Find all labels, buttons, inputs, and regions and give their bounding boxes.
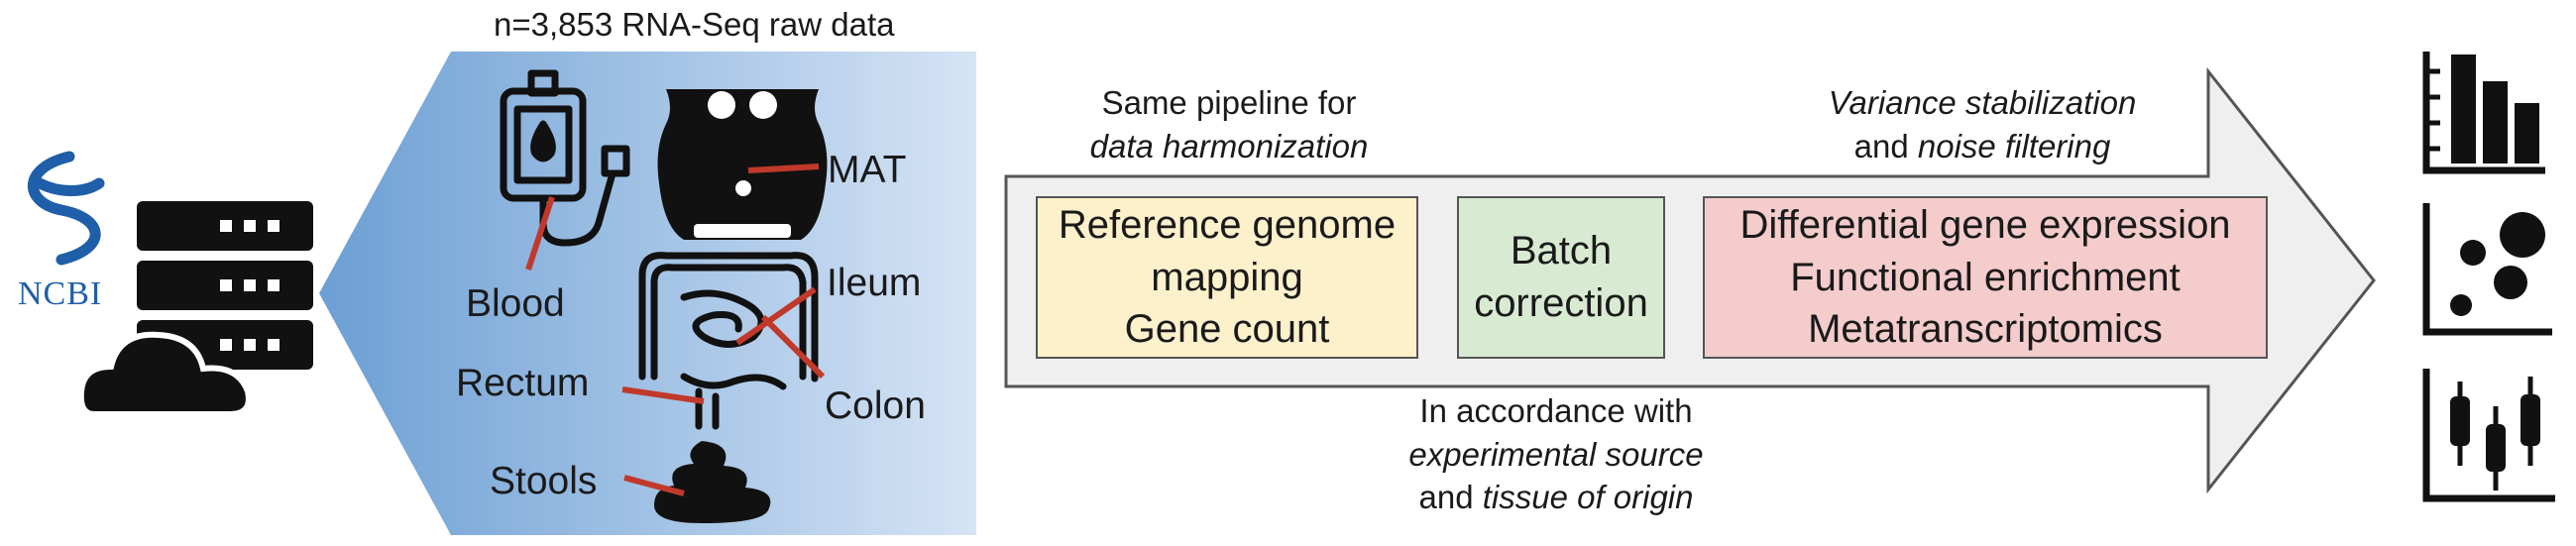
stool-icon: [654, 441, 771, 523]
note-bottom: In accordance with experimental source a…: [1408, 392, 1704, 516]
step-mapping-box: Reference genome mapping Gene count: [1036, 196, 1418, 359]
pipeline-arrow: [1004, 66, 2376, 494]
step-analysis-box: Differential gene expression Functional …: [1703, 196, 2268, 359]
note-top-right: Variance stabilization and noise filteri…: [1828, 84, 2137, 164]
sample-label-colon: Colon: [825, 384, 926, 427]
bar-chart-icon: [2422, 52, 2545, 174]
sample-label-stools: Stools: [490, 460, 598, 502]
step-batch-box: Batch correction: [1457, 196, 1665, 359]
server-icon: [137, 201, 313, 370]
sample-label-rectum: Rectum: [456, 362, 590, 404]
intestine-icon: [638, 252, 819, 430]
dataset-label: n=3,853 RNA-Seq raw data: [494, 6, 895, 43]
cloud-icon: [77, 331, 252, 417]
ncbi-helix-icon: [27, 151, 105, 266]
box-plot-icon: [2422, 369, 2555, 502]
sample-label-ileum: Ileum: [827, 262, 922, 304]
blood-bag-icon: [500, 69, 630, 247]
sample-label-mat: MAT: [828, 149, 907, 191]
sample-label-blood: Blood: [466, 282, 565, 325]
bubble-chart-icon: [2422, 203, 2552, 336]
ncbi-logo-text: NCBI: [18, 275, 103, 312]
note-top-left: Same pipeline for data harmonization: [1089, 84, 1369, 164]
torso-icon: [657, 89, 828, 240]
